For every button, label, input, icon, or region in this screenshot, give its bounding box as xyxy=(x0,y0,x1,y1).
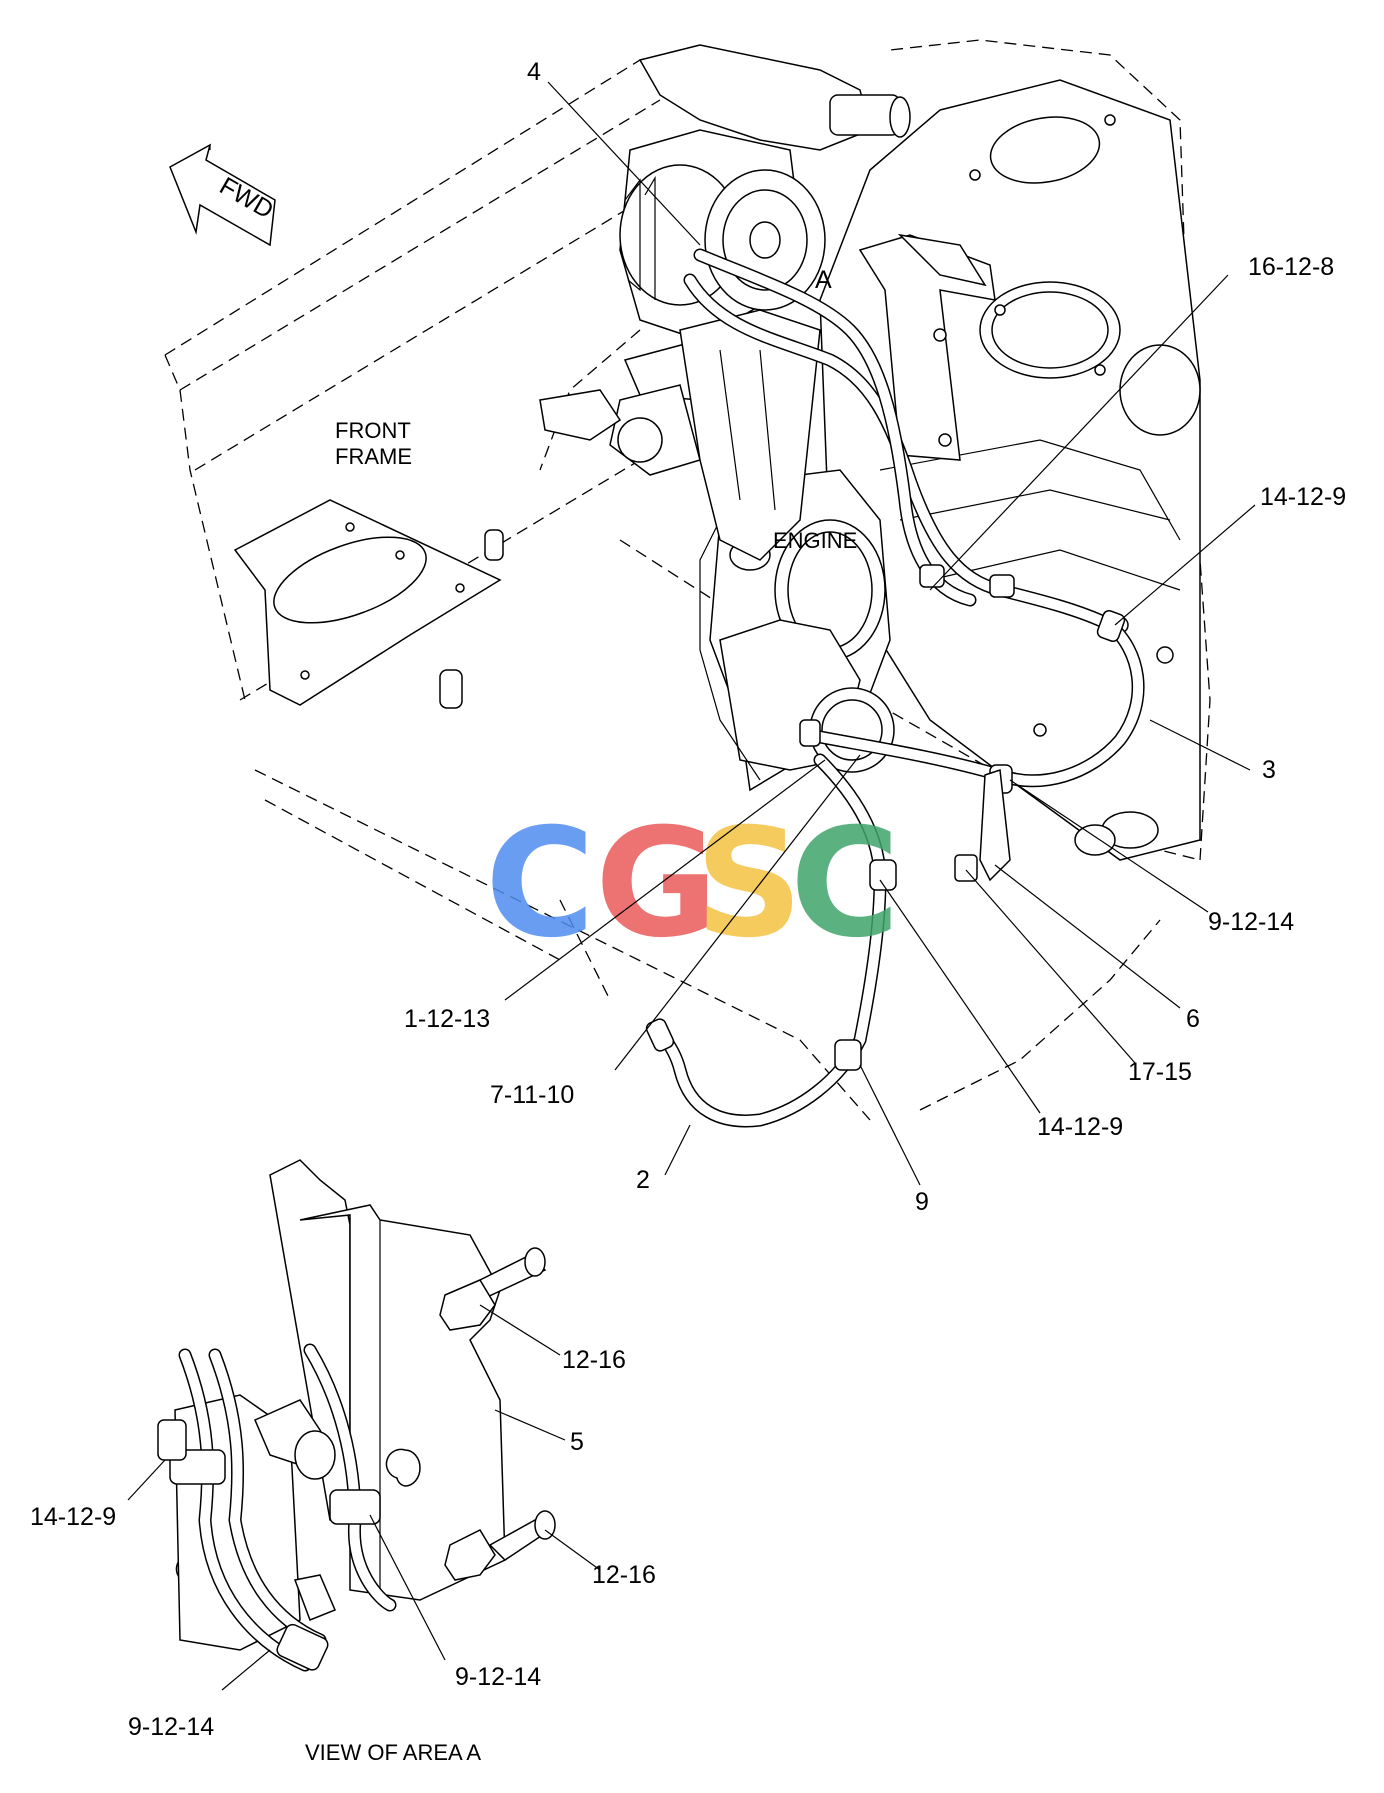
labels: FRONT FRAME ENGINE A VIEW OF AREA A 4 16… xyxy=(30,58,1346,1765)
callout-17-15: 17-15 xyxy=(1128,1058,1192,1086)
callout-14-12-9-mid: 14-12-9 xyxy=(1037,1113,1123,1141)
leader-lines xyxy=(127,81,1256,1691)
watermark-letter-1: C xyxy=(485,797,595,971)
callout-9: 9 xyxy=(915,1188,929,1216)
callout-1-12-13: 1-12-13 xyxy=(404,1005,490,1033)
watermark-letter-2: G xyxy=(595,797,718,971)
callout-16-12-8: 16-12-8 xyxy=(1248,253,1334,281)
fwd-arrow: FWD xyxy=(169,143,278,247)
watermark-letter-4: C xyxy=(790,797,900,971)
watermark-letter-3: S xyxy=(695,797,803,971)
callout-12-16-lower: 12-16 xyxy=(592,1561,656,1589)
front-frame-label-line2: FRAME xyxy=(335,444,412,469)
area-a-marker: A xyxy=(815,266,832,294)
clamps-main xyxy=(645,564,1126,1071)
area-a-bracket xyxy=(858,233,996,461)
callout-3: 3 xyxy=(1262,756,1276,784)
callout-9-12-14-detail-bottom: 9-12-14 xyxy=(128,1713,214,1741)
callout-4: 4 xyxy=(527,58,541,86)
callout-5: 5 xyxy=(570,1428,584,1456)
callout-9-12-14-right: 9-12-14 xyxy=(1208,908,1294,936)
callout-12-16-upper: 12-16 xyxy=(562,1346,626,1374)
callout-14-12-9-detail: 14-12-9 xyxy=(30,1503,116,1531)
callout-6: 6 xyxy=(1186,1005,1200,1033)
frame-mount-plate xyxy=(233,499,504,709)
engine-label: ENGINE xyxy=(773,528,857,553)
callout-7-11-10: 7-11-10 xyxy=(490,1081,574,1109)
watermark: C G S C xyxy=(485,797,900,971)
callout-2: 2 xyxy=(636,1166,650,1194)
detail-view-a xyxy=(174,1159,556,1651)
alternator-assembly xyxy=(539,44,911,561)
front-frame-label-line1: FRONT xyxy=(335,418,411,443)
view-caption: VIEW OF AREA A xyxy=(305,1740,481,1765)
callout-9-12-14-detail-right: 9-12-14 xyxy=(455,1663,541,1691)
callout-14-12-9-top: 14-12-9 xyxy=(1260,483,1346,511)
detail-hoses xyxy=(157,1343,397,1672)
